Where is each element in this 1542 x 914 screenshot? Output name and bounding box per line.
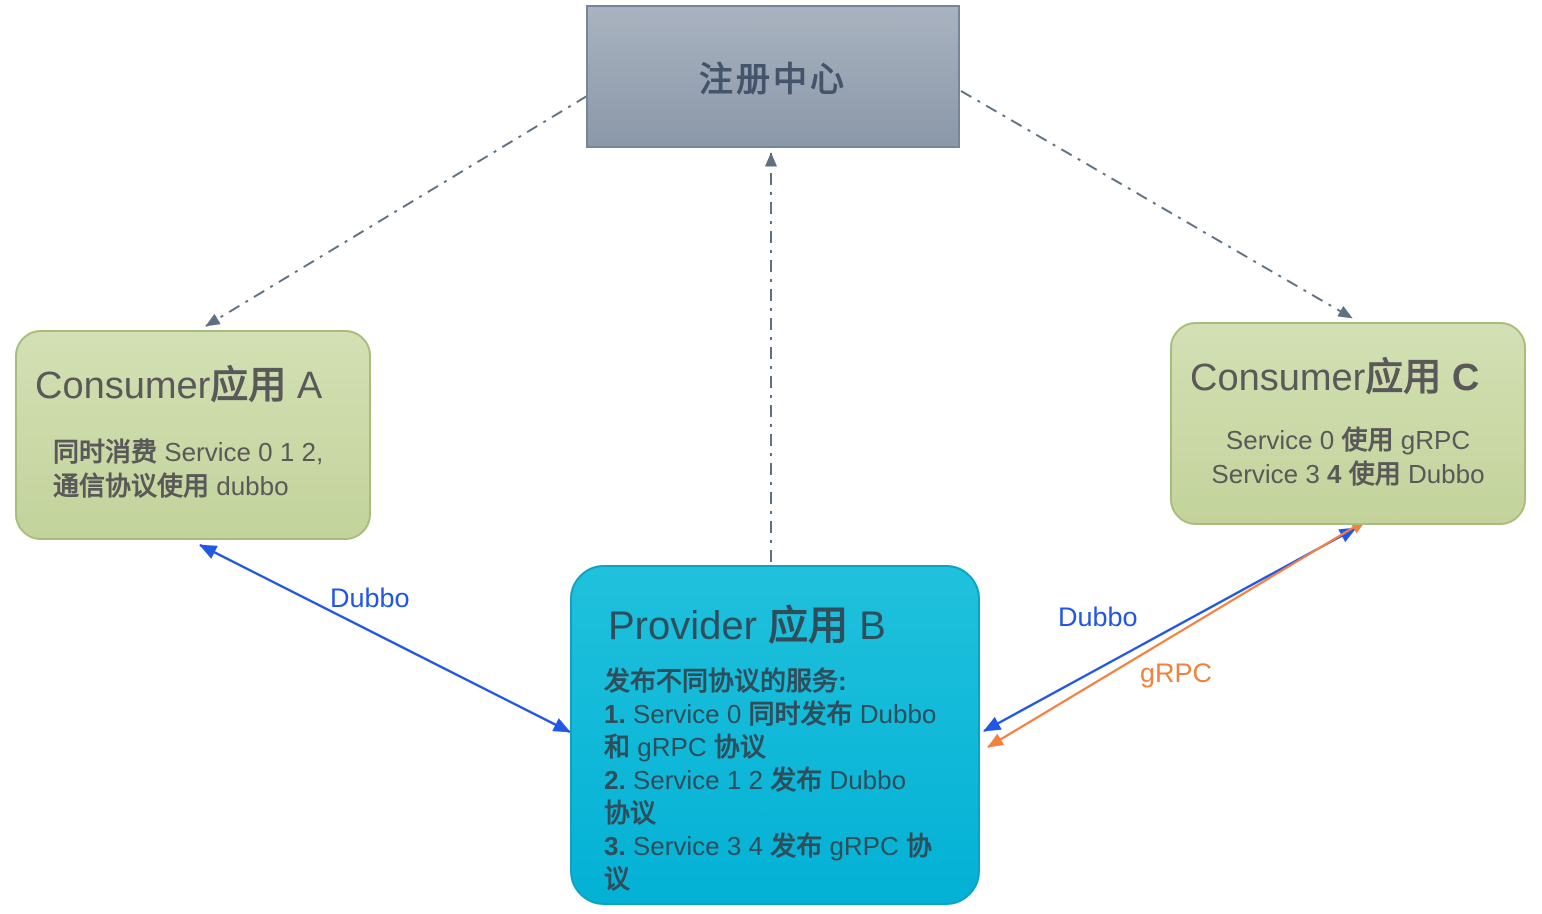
title-segment: 应用 xyxy=(768,604,849,648)
title-segment: A xyxy=(286,365,323,407)
edge-label-dubbo-bc: Dubbo xyxy=(1058,602,1138,632)
text-segment: Dubbo xyxy=(852,699,937,729)
text-segment: gRPC xyxy=(630,732,714,762)
title-segment: 应用 C xyxy=(1365,357,1480,399)
text-segment: Service 0 1 2, xyxy=(157,437,324,467)
text-segment: gRPC xyxy=(1393,425,1471,455)
text-segment: 协议 xyxy=(604,798,657,828)
text-segment: dubbo xyxy=(209,471,289,501)
text-segment: 通信协议使用 xyxy=(53,471,210,501)
body-line: 同时消费 Service 0 1 2, xyxy=(53,435,359,469)
body-line: 议 xyxy=(604,863,958,896)
text-segment: 使用 xyxy=(1341,425,1394,455)
consumer-c-node: Consumer应用 C Service 0 使用 gRPC Service 3… xyxy=(1170,322,1526,525)
text-segment: 协议 xyxy=(713,732,766,762)
text-segment: Service 1 2 xyxy=(625,765,771,795)
title-segment: Consumer xyxy=(1190,357,1366,399)
text-segment: 发布不同协议的服务: xyxy=(604,666,847,696)
body-line: 1. Service 0 同时发布 Dubbo xyxy=(604,698,958,731)
registry-node: 注册中心 xyxy=(586,5,960,148)
text-segment: 同时发布 xyxy=(748,699,853,729)
body-line: Service 3 4 使用 Dubbo xyxy=(1172,457,1524,491)
registry-title: 注册中心 xyxy=(699,61,847,99)
text-segment: gRPC xyxy=(822,831,907,861)
text-segment: 协 xyxy=(906,831,933,861)
text-segment: 同时消费 xyxy=(53,437,158,467)
consumer-c-body: Service 0 使用 gRPC Service 3 4 使用 Dubbo xyxy=(1172,401,1524,491)
text-segment: Dubbo xyxy=(822,765,907,795)
text-segment: 议 xyxy=(604,864,631,894)
provider-b-title: Provider 应用 B xyxy=(572,567,978,651)
consumer-a-body: 同时消费 Service 0 1 2, 通信协议使用 dubbo xyxy=(17,409,369,503)
title-segment: 应用 xyxy=(210,365,287,407)
text-segment: 2. xyxy=(604,765,626,795)
body-line: 和 gRPC 协议 xyxy=(604,731,958,764)
consumer-a-node: Consumer应用 A 同时消费 Service 0 1 2, 通信协议使用 … xyxy=(15,330,371,540)
text-segment: Service 0 xyxy=(1225,425,1342,455)
text-segment: Service 3 4 xyxy=(625,831,771,861)
provider-b-body: 发布不同协议的服务: 1. Service 0 同时发布 Dubbo 和 gRP… xyxy=(572,651,978,896)
text-segment: 发布 xyxy=(770,765,823,795)
text-segment: 1. xyxy=(604,699,626,729)
link-dubbo-consumer-a-provider-b xyxy=(199,543,571,734)
body-line: 通信协议使用 dubbo xyxy=(53,469,359,503)
consumer-a-title: Consumer应用 A xyxy=(17,332,369,409)
body-line: 3. Service 3 4 发布 gRPC 协 xyxy=(604,830,958,863)
text-segment: 发布 xyxy=(770,831,823,861)
body-line: 协议 xyxy=(604,797,958,830)
consumer-c-title: Consumer应用 C xyxy=(1172,324,1524,401)
edge-label-dubbo-ab: Dubbo xyxy=(330,583,410,613)
body-line: Service 0 使用 gRPC xyxy=(1172,423,1524,457)
body-line: 发布不同协议的服务: xyxy=(604,665,958,698)
text-segment: 4 使用 xyxy=(1327,459,1401,489)
text-segment: Dubbo xyxy=(1400,459,1485,489)
body-line: 2. Service 1 2 发布 Dubbo xyxy=(604,764,958,797)
link-registry-consumer-a xyxy=(205,95,588,327)
title-segment: Consumer xyxy=(35,365,211,407)
edge-label-grpc-bc: gRPC xyxy=(1140,658,1213,688)
text-segment: 和 xyxy=(604,732,631,762)
text-segment: 3. xyxy=(604,831,626,861)
text-segment: Service 0 xyxy=(625,699,749,729)
link-grpc-provider-b-consumer-c xyxy=(987,519,1367,748)
title-segment: Provider xyxy=(608,604,769,648)
text-segment: Service 3 xyxy=(1211,459,1328,489)
link-registry-consumer-c xyxy=(960,90,1353,319)
title-segment: B xyxy=(848,604,886,648)
provider-b-node: Provider 应用 B 发布不同协议的服务: 1. Service 0 同时… xyxy=(570,565,980,905)
